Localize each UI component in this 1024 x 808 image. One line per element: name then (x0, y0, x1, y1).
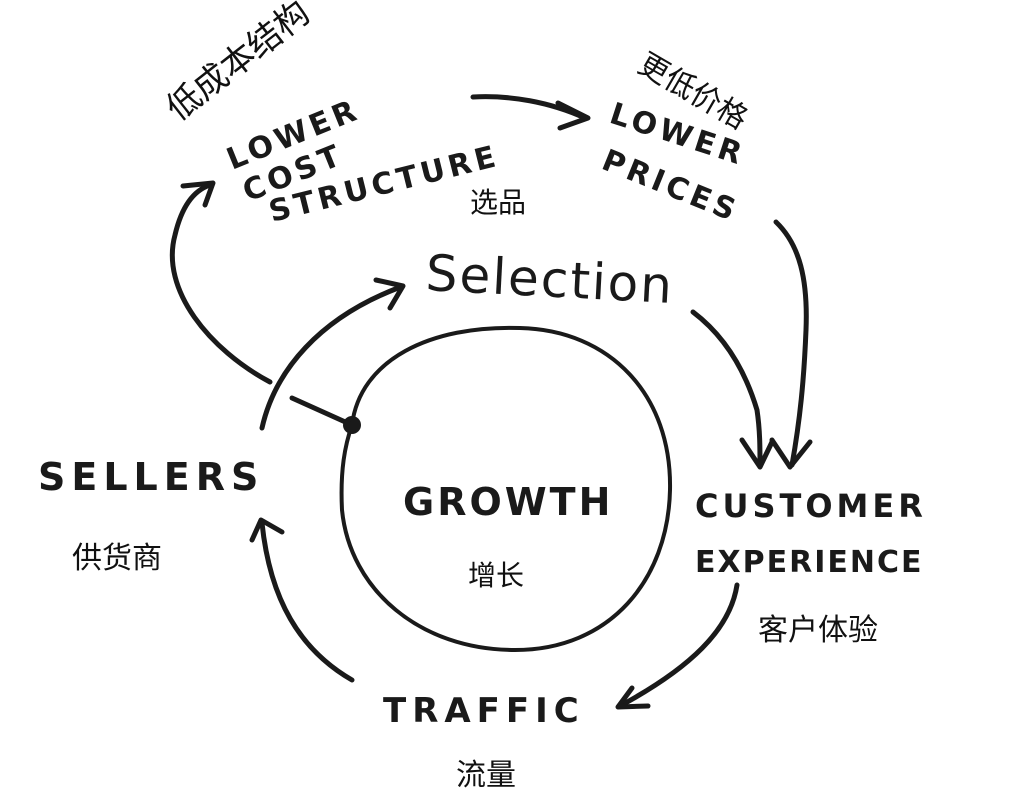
arrowhead-sellers (249, 517, 285, 543)
traffic-label: TRAFFIC (383, 691, 585, 731)
edge-growth-to-lower-cost-structure-curve (169, 182, 273, 385)
growth-circle (339, 325, 673, 652)
traffic-cn: 流量 (456, 758, 516, 793)
customer-experience-line2: EXPERIENCE (695, 545, 923, 580)
edge-sellers-to-selection (259, 285, 401, 431)
edge-growth-to-lower-cost-structure (289, 395, 355, 428)
arrowhead-selection (373, 277, 406, 311)
customer-experience-line1: CUSTOMER (695, 487, 927, 525)
growth-cn: 增长 (468, 559, 524, 592)
arrowhead-lower-prices (555, 100, 591, 131)
arrowhead-customer-experience-right (769, 437, 813, 470)
growth-label: GROWTH (403, 480, 613, 524)
arrowhead-lower-cost-structure (180, 180, 216, 208)
edge-customer-experience-to-traffic (617, 582, 740, 709)
edge-traffic-to-sellers (259, 520, 355, 683)
sellers-label: SELLERS (38, 455, 264, 499)
arrowhead-customer-experience-left (739, 437, 775, 470)
edge-lower-prices-to-customer-experience (773, 219, 809, 468)
sellers-cn: 供货商 (72, 541, 162, 576)
edge-selection-to-customer-experience (690, 309, 763, 468)
customer-experience-cn: 客户体验 (758, 613, 878, 648)
selection-label: Selection (424, 244, 675, 315)
lower-cost-structure-cn: 低成本结构 (159, 0, 318, 129)
selection-cn: 选品 (470, 186, 526, 219)
arrowhead-traffic (615, 685, 651, 710)
